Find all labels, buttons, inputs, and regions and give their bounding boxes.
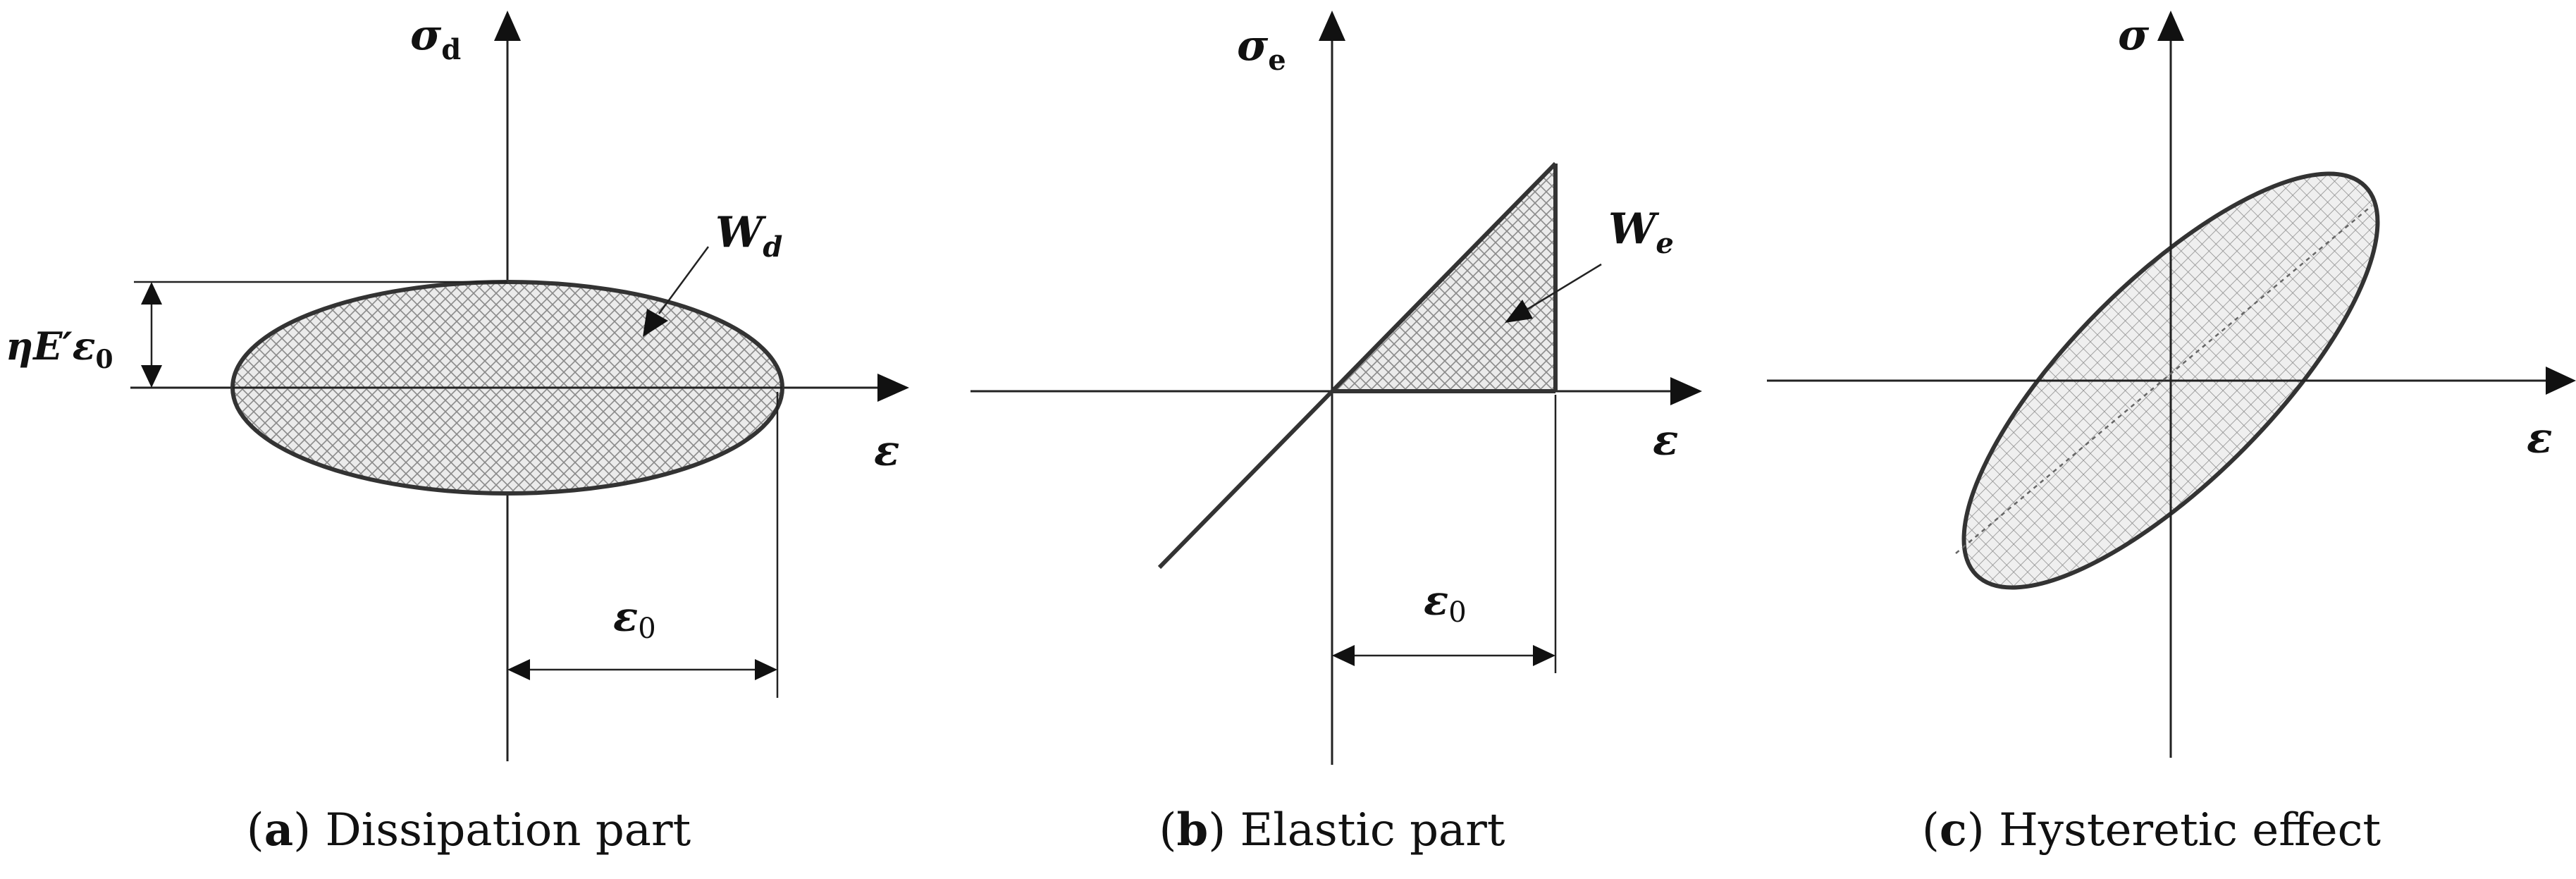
x-axis-label: ε <box>1653 416 1678 465</box>
caption-a: (a) Dissipation part <box>246 804 691 856</box>
panel-hysteretic: σ ε (c) Hysteretic effect <box>1727 0 2576 879</box>
width-dim-label: ε0 <box>1424 577 1467 629</box>
caption-b: (b) Elastic part <box>1159 804 1505 856</box>
y-axis-arrowhead <box>494 11 521 41</box>
width-dim-arrow-right <box>1533 645 1555 666</box>
width-dim-arrow-left <box>1332 645 1355 666</box>
mean-stiffness-dotted-line <box>1955 205 2372 554</box>
x-axis-arrowhead <box>2546 367 2576 395</box>
panel-a-diagram: σd ε Wd ηE′ε0 ε0 <box>6 11 909 761</box>
x-axis-label: ε <box>874 426 899 476</box>
y-axis-label: σd <box>410 11 461 66</box>
caption-c-letter: c <box>1939 804 1967 856</box>
height-dim-arrow-down <box>141 365 162 388</box>
height-dim-arrow-up <box>141 282 162 305</box>
y-axis-label: σ <box>2118 11 2150 60</box>
width-dim-arrow-right <box>755 659 777 680</box>
caption-a-letter: a <box>264 804 294 856</box>
height-dim-label: ηE′ε0 <box>6 324 113 374</box>
panel-dissipation: σd ε Wd ηE′ε0 ε0 (a) Dissipation part <box>0 0 937 879</box>
panel-c-diagram: σ ε <box>1767 11 2576 758</box>
width-dim-arrow-left <box>507 659 530 680</box>
caption-b-letter: b <box>1176 804 1209 856</box>
area-label: Wd <box>715 208 782 264</box>
area-leader-line <box>658 246 710 314</box>
y-axis-label: σe <box>1237 21 1286 77</box>
x-axis-arrowhead <box>877 374 909 402</box>
elastic-loading-line <box>1157 161 1558 570</box>
y-axis-arrowhead <box>1319 11 1345 41</box>
panel-elastic: σe ε We ε0 (b) Elastic part <box>937 0 1727 879</box>
x-axis-arrowhead <box>1670 377 1702 405</box>
caption-a-text: Dissipation part <box>325 804 691 856</box>
y-axis-arrowhead <box>2157 11 2184 41</box>
caption-b-text: Elastic part <box>1240 804 1505 856</box>
area-label: We <box>1608 204 1674 260</box>
width-dim-label: ε0 <box>613 593 656 645</box>
caption-c-text: Hysteretic effect <box>1999 804 2381 856</box>
caption-c: (c) Hysteretic effect <box>1921 804 2381 856</box>
area-leader-arrowhead <box>643 309 668 337</box>
area-leader-arrowhead <box>1505 300 1533 323</box>
area-leader-line <box>1525 263 1602 312</box>
x-axis-label: ε <box>2527 414 2552 463</box>
panel-b-diagram: σe ε We ε0 <box>970 11 1702 765</box>
